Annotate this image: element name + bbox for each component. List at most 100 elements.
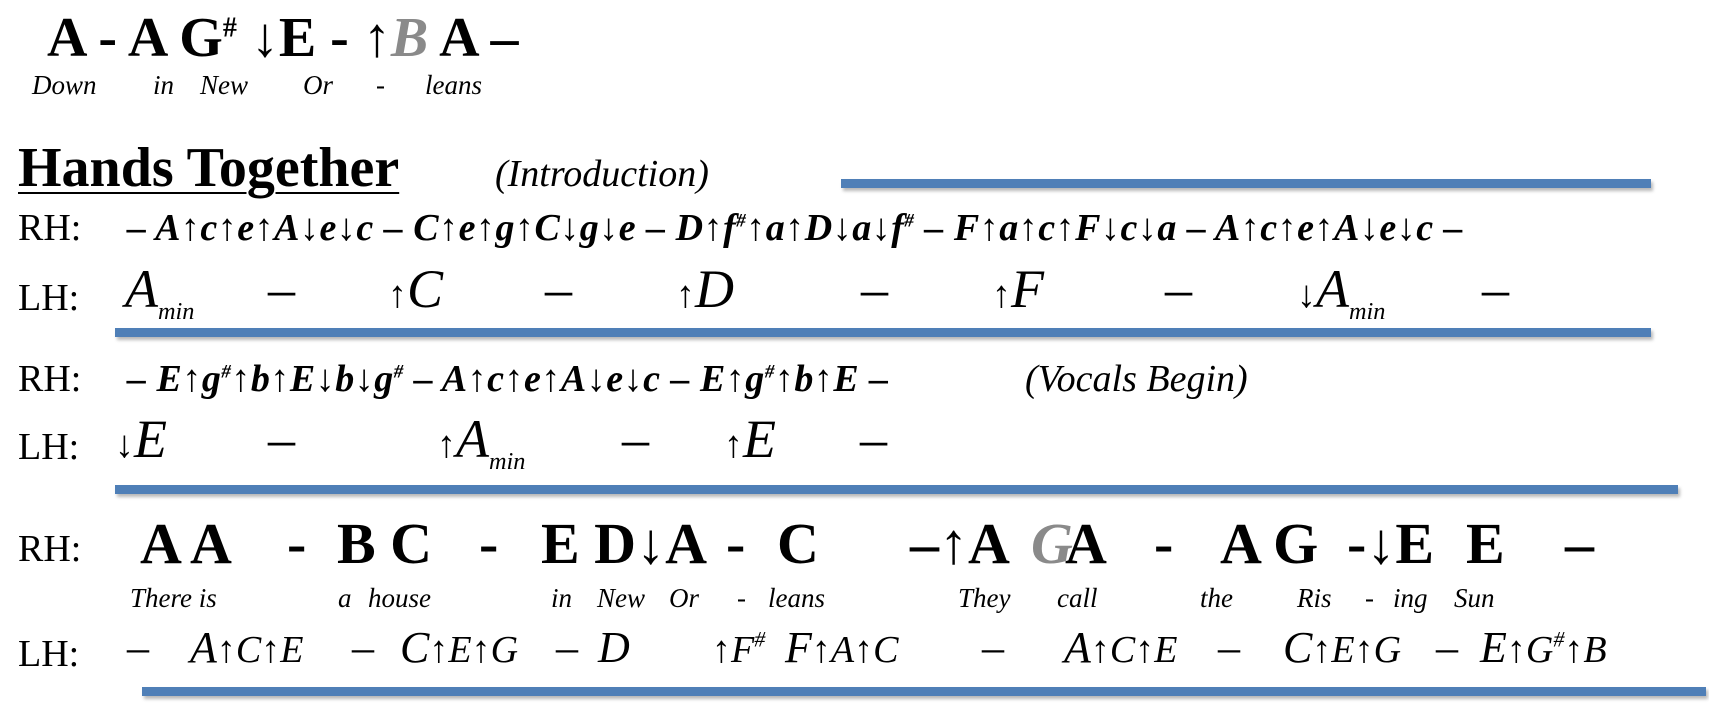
chord-tones: ↑G — [1506, 629, 1554, 671]
lh-dash: – — [545, 259, 572, 319]
section-subtitle: (Introduction) — [495, 153, 709, 195]
vocals-note: (Vocals Begin) — [1025, 358, 1248, 400]
lh-dash: – — [1218, 623, 1240, 672]
chord-tones: ↑E↑G — [1312, 629, 1402, 671]
rh-note: A A — [140, 511, 232, 576]
chord-root: F — [1011, 259, 1044, 319]
divider-rule — [841, 179, 1651, 188]
lh-chord: ↑F — [992, 258, 1044, 320]
rh-note: A — [1065, 511, 1107, 576]
rh-label: RH: — [18, 358, 82, 400]
lh-dash: – — [127, 623, 149, 672]
arrow-up-icon: ↑ — [437, 424, 456, 466]
lh-dash: – — [268, 259, 295, 319]
lh-chord: E↑G#↑B — [1480, 622, 1607, 673]
chord-tones: ↑C↑E — [216, 629, 304, 671]
chord-tones: ↑C↑E — [1090, 629, 1178, 671]
lh-dash: – — [352, 623, 374, 672]
lyric-word: Down — [32, 70, 97, 100]
lh-dash: – — [1482, 259, 1509, 319]
ghost-note: G — [1031, 510, 1073, 577]
chord-root: E — [743, 409, 776, 469]
rh-seq: ↑b↑E – — [774, 358, 889, 400]
rh-note: E D↓A — [541, 511, 707, 576]
arrow-up-icon: ↑ — [676, 274, 695, 316]
lh-chord: ↑Amin — [437, 408, 525, 473]
lh-label: LH: — [18, 426, 80, 468]
lyric-word: in — [551, 583, 573, 613]
lyric-word: Sun — [1454, 583, 1495, 613]
lh-chord: ↑E — [724, 408, 776, 470]
melody-part: A – — [428, 7, 519, 69]
sharp-sign: # — [764, 361, 775, 383]
rh-seq: – A↑c↑e↑A↓e↓c – C↑e↑g↑C↓g↓e – D↑f — [127, 207, 737, 249]
lyric-word: Or — [303, 70, 334, 100]
lh-dash: – — [268, 409, 295, 469]
arrow-down-icon: ↓ — [115, 424, 134, 466]
lyric-word: leans — [425, 70, 482, 100]
lyric-word: - — [376, 70, 385, 100]
rh-label: RH: — [18, 528, 82, 570]
chord-root: A — [125, 259, 158, 319]
rh-seq: ↑a↑D↓a↓f — [746, 207, 905, 249]
lh-chord: C↑E↑G — [1283, 622, 1401, 673]
lyric-word: There is — [130, 583, 217, 613]
lh-dash: – — [861, 259, 888, 319]
divider-rule — [115, 328, 1651, 337]
rh-note: - — [287, 511, 307, 576]
chord-quality: min — [1349, 297, 1386, 325]
lyric-word: house — [368, 583, 431, 613]
divider-rule — [115, 485, 1678, 494]
lh-chord: C↑E↑G — [400, 622, 518, 673]
lh-dash: – — [982, 623, 1004, 672]
chord-quality: min — [489, 447, 526, 475]
lh-chord: ↑D — [676, 258, 734, 320]
lh-chord: A↑C↑E — [190, 622, 303, 673]
rh-note: C — [777, 511, 819, 576]
lyric-word: New — [597, 583, 646, 613]
lyric-word: - — [1365, 583, 1374, 613]
sharp-sign: # — [1553, 626, 1565, 652]
lh-dash: – — [1165, 259, 1192, 319]
sharp-sign: # — [754, 626, 766, 652]
ghost-note: B — [390, 7, 429, 69]
sharp-sign: # — [221, 361, 232, 383]
chord-root: A — [1064, 623, 1091, 672]
lyric-word: ing — [1393, 583, 1428, 613]
rh-note: B C — [337, 511, 433, 576]
arrow-down-icon: ↓ — [1297, 274, 1316, 316]
chord-tones: ↑B — [1564, 629, 1607, 671]
sharp-sign: # — [736, 210, 747, 232]
rh-note: –↑A — [910, 511, 1010, 576]
lh-chord: ↑C — [388, 258, 443, 320]
lh-chord: D — [598, 622, 630, 673]
arrow-up-icon: ↑ — [388, 274, 407, 316]
lyric-word: leans — [768, 583, 825, 613]
chord-tones: ↑E↑G — [429, 629, 519, 671]
lh-chord: A↑C↑E — [1064, 622, 1177, 673]
rh-notes: – E↑g#↑b↑E↓b↓g# – A↑c↑e↑A↓e↓c – E↑g#↑b↑E… — [127, 357, 889, 401]
lyric-word: in — [153, 70, 175, 100]
lyric-word: call — [1057, 583, 1098, 613]
sharp-sign: # — [393, 361, 404, 383]
lh-dash: – — [622, 409, 649, 469]
chord-tones: ↑F — [712, 629, 755, 671]
chord-tones: ↑A↑C — [811, 629, 899, 671]
rh-label: RH: — [18, 207, 82, 249]
lyric-word: - — [737, 583, 746, 613]
chord-root: C — [407, 259, 444, 319]
chord-root: E — [1480, 623, 1507, 672]
rh-note: - — [479, 511, 499, 576]
chord-root: F — [785, 623, 812, 672]
rh-note: – — [1565, 511, 1594, 576]
lh-chord: ↓E — [115, 408, 167, 470]
rh-note: - — [1154, 511, 1174, 576]
chord-root: C — [1283, 623, 1313, 672]
arrow-up-icon: ↑ — [992, 274, 1011, 316]
chord-root: C — [400, 623, 430, 672]
ghost-note-letter: G — [1031, 511, 1073, 576]
rh-seq: – E↑g — [127, 358, 222, 400]
rh-notes: – A↑c↑e↑A↓e↓c – C↑e↑g↑C↓g↓e – D↑f#↑a↑D↓a… — [127, 206, 1463, 250]
melody-part: ↓E - ↑ — [236, 7, 391, 69]
lh-chord: ↑F# — [712, 622, 765, 673]
